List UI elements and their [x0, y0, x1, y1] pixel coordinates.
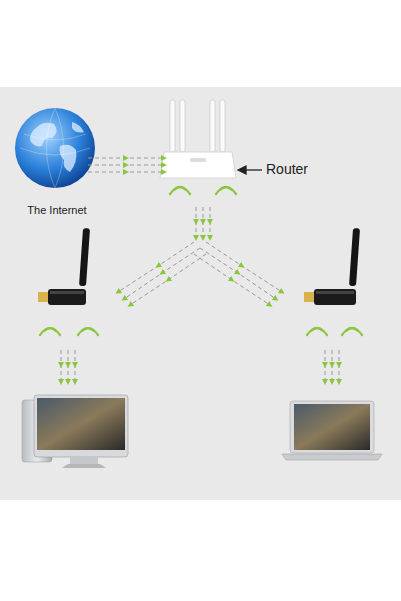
pointer-arrow	[238, 166, 262, 174]
node-label: Router	[266, 161, 316, 177]
router-antenna	[180, 100, 185, 152]
globe-sphere	[15, 108, 95, 188]
router-logo	[190, 158, 206, 162]
router-antenna	[210, 100, 215, 152]
internet-globe-shape	[14, 106, 100, 218]
wifi-symbol	[40, 328, 362, 335]
router-antenna	[170, 100, 175, 152]
signal-arrows	[61, 350, 339, 382]
usb-wifi-adapter	[304, 228, 360, 305]
continents	[30, 122, 84, 172]
node-label: The Internet	[14, 204, 100, 216]
internet-globe: The Internet	[14, 106, 100, 218]
desktop-computer	[22, 395, 128, 468]
grid-lines	[20, 108, 90, 188]
laptop	[282, 401, 382, 460]
router: Router	[158, 98, 308, 182]
router-body	[160, 152, 236, 178]
signal-arrows	[118, 207, 282, 305]
signal-connector	[88, 158, 164, 172]
wifi-symbol	[170, 187, 236, 194]
router-antenna	[220, 100, 225, 152]
background-band	[0, 87, 401, 500]
usb-wifi-adapter	[38, 228, 90, 305]
